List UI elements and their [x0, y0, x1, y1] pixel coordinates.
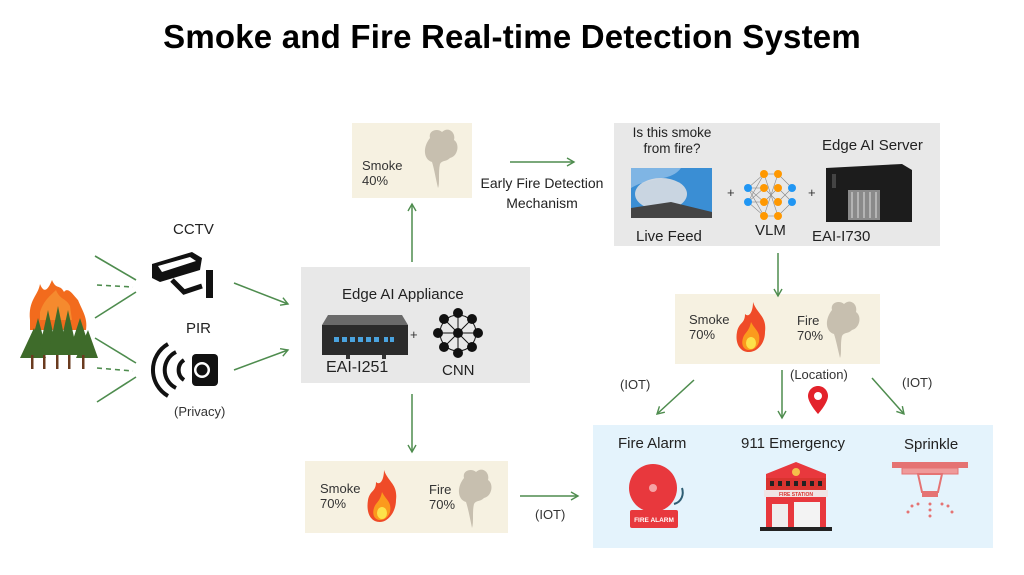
live-feed-image: [631, 168, 712, 218]
emergency-911-label: 911 Emergency: [741, 435, 845, 452]
cnn-label: CNN: [442, 362, 475, 379]
early-fire-detection-label: Early Fire Detection Mechanism: [480, 175, 604, 211]
appliance-fire-label: Fire 70%: [429, 482, 456, 512]
appliance-smoke-label: Smoke 70%: [320, 481, 361, 511]
eai-i251-label: EAI-I251: [326, 359, 389, 376]
pir-sensor-icon: [150, 342, 218, 398]
cctv-camera-icon: [152, 252, 213, 298]
page-title: Smoke and Fire Real-time Detection Syste…: [163, 18, 861, 55]
iot-bottom-label: (IOT): [535, 507, 566, 522]
cnn-network-icon: [433, 308, 483, 358]
eai-i730-server-icon: [826, 164, 912, 222]
sprinkle-label: Sprinkle: [904, 436, 959, 453]
iot-left-label: (IOT): [620, 377, 651, 392]
fire-alarm-badge: FIRE ALARM: [634, 517, 674, 524]
smoke-cloud-icon: [826, 301, 860, 358]
vlm-network-icon: [744, 170, 796, 220]
cctv-label: CCTV: [173, 221, 214, 238]
eai-i730-label: EAI-I730: [812, 228, 871, 245]
smoke-cloud-icon: [424, 129, 458, 188]
fire-alarm-label: Fire Alarm: [618, 435, 687, 452]
flame-icon: [367, 470, 397, 522]
plus-sign: +: [727, 185, 735, 200]
vlm-label: VLM: [755, 222, 786, 239]
edge-server-title: Edge AI Server: [822, 137, 923, 154]
burning-forest-icon: [20, 280, 98, 369]
server-fire-label: Fire 70%: [797, 313, 824, 343]
smoke-label: Smoke: [362, 158, 403, 173]
live-feed-label: Live Feed: [636, 228, 702, 245]
plus-sign: +: [410, 327, 418, 342]
early-smoke-label: Smoke 40%: [362, 158, 402, 188]
fire-station-badge: FIRE STATION: [779, 492, 813, 498]
pir-privacy-note: (Privacy): [174, 404, 226, 419]
iot-right-label: (IOT): [902, 375, 933, 390]
smoke-cloud-icon: [458, 469, 492, 528]
plus-sign: +: [808, 185, 816, 200]
flame-icon: [736, 302, 766, 352]
fire-station-icon: FIRE STATION: [760, 462, 832, 531]
smoke-value: 40%: [362, 173, 389, 188]
eai-i251-device-icon: [322, 315, 408, 359]
server-smoke-label: Smoke 70%: [689, 312, 730, 342]
sprinkler-icon: [892, 462, 968, 518]
fire-alarm-bell-icon: FIRE ALARM: [629, 464, 684, 528]
location-label: (Location): [790, 367, 848, 382]
sensor-signal-lines: [94, 255, 137, 403]
edge-appliance-title: Edge AI Appliance: [342, 286, 464, 303]
pir-label: PIR: [186, 320, 212, 337]
location-pin-icon: [808, 386, 828, 414]
server-question: Is this smoke from fire?: [632, 125, 712, 156]
